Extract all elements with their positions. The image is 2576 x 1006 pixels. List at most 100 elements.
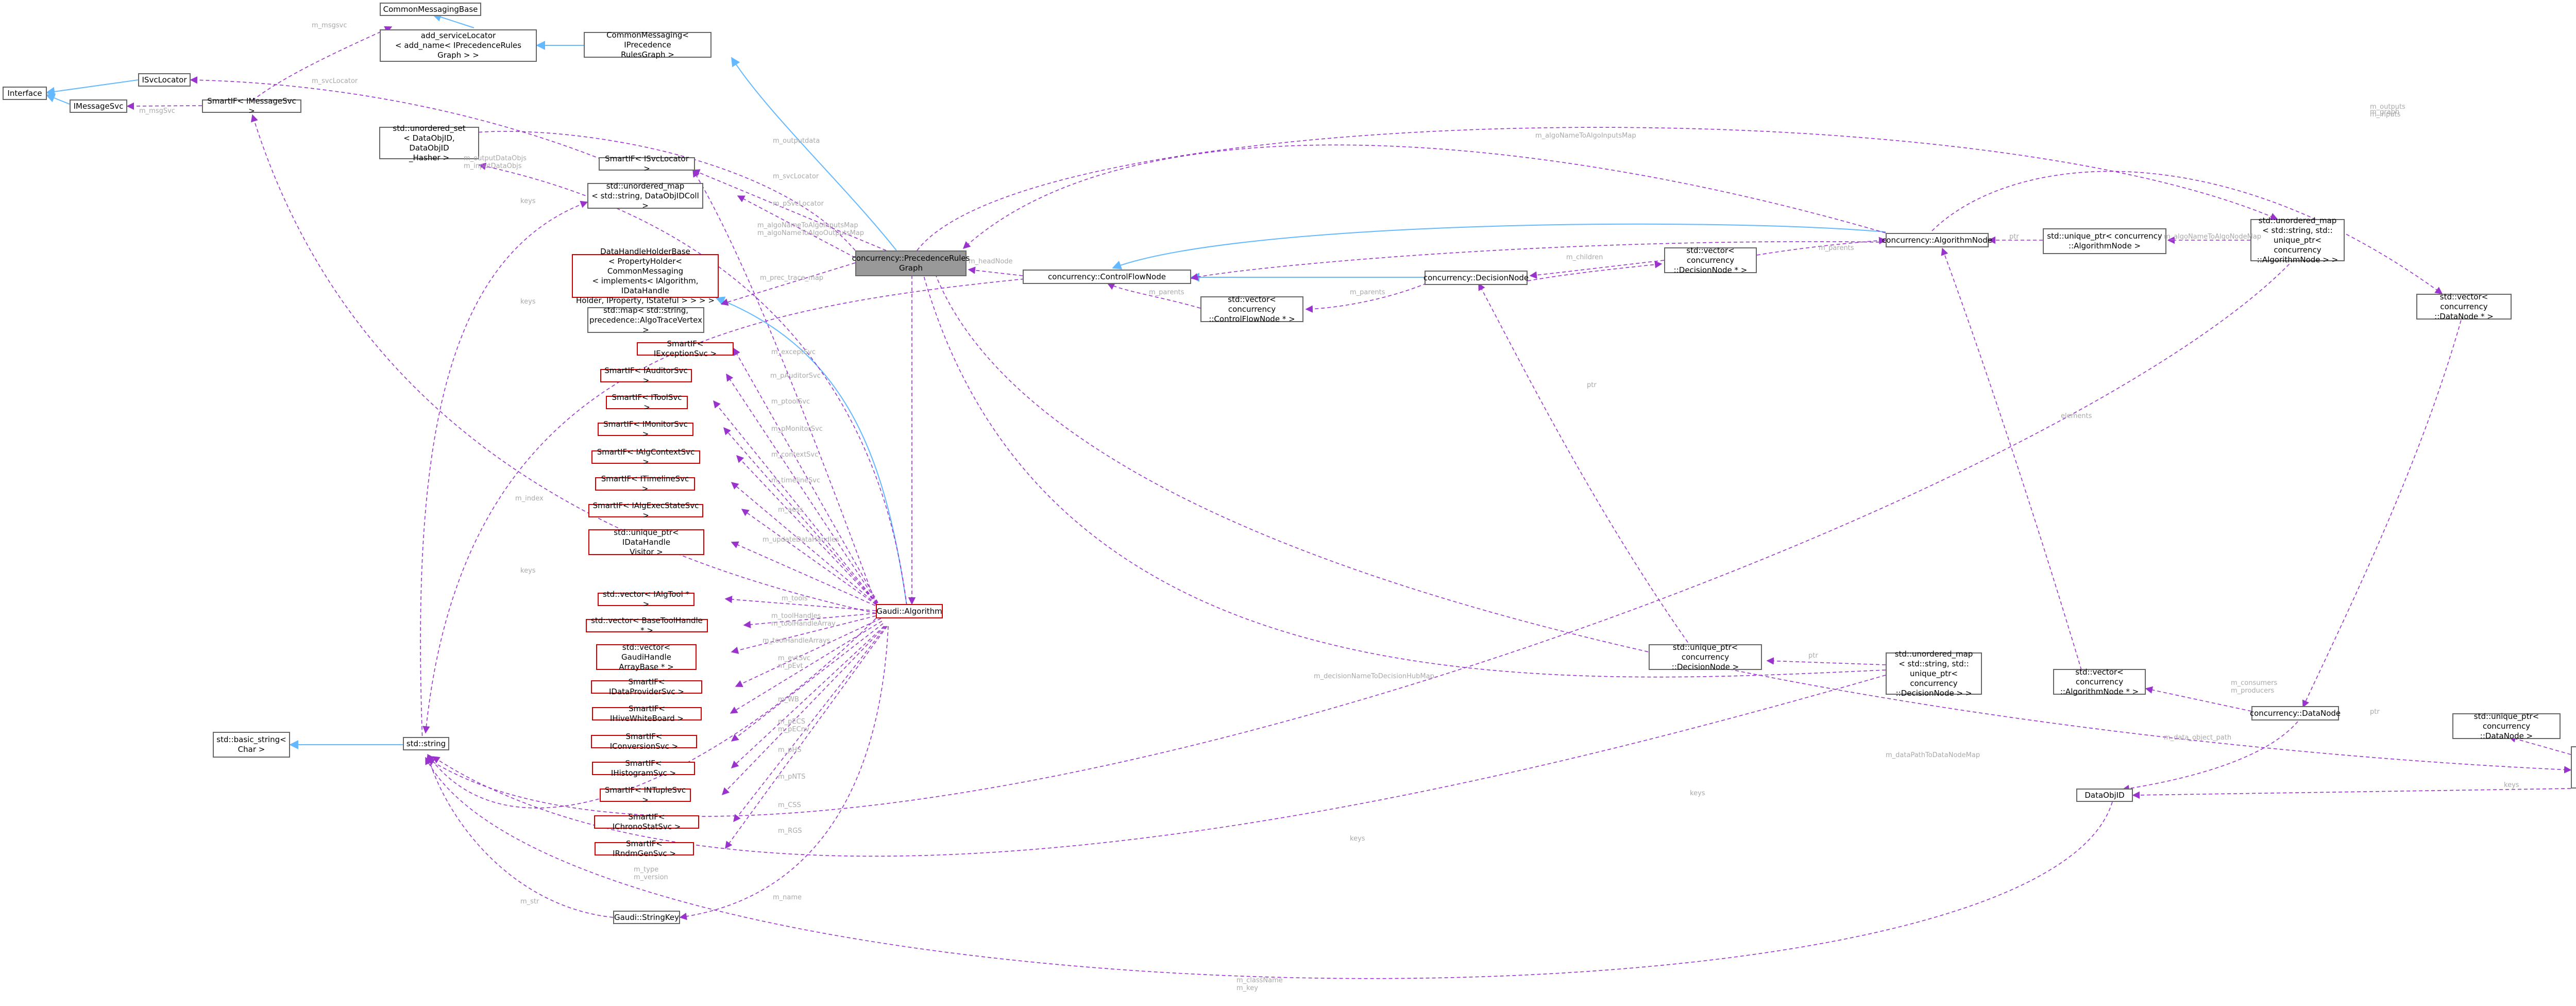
node-map-algtracevertex[interactable]: std::map< std::string, precedence::AlgoT…: [587, 306, 704, 334]
label-chronosvc: m_CSS: [778, 801, 801, 809]
label-keys1: keys: [520, 197, 536, 205]
node-vector-gaudihandlearraybase[interactable]: std::vector< GaudiHandle ArrayBase * >: [596, 643, 697, 672]
edge-map-to-precedence: [720, 262, 856, 306]
node-gaudi-algorithm[interactable]: Gaudi::Algorithm: [876, 604, 943, 618]
node-vector-controlflownode[interactable]: std::vector< concurrency ::ControlFlowNo…: [1200, 295, 1303, 324]
edge-gaudi-evtsvc: [735, 618, 882, 688]
node-commonmessagingbase[interactable]: CommonMessagingBase: [380, 3, 481, 16]
node-smartif-intuplesvc[interactable]: SmartIF< INTupleSvc >: [600, 785, 691, 804]
node-datahandleholderbase[interactable]: DataHandleHolderBase < PropertyHolder< C…: [572, 247, 719, 305]
edge-precedence-to-map-data: [927, 250, 2572, 774]
node-smartif-irndmgensvc[interactable]: SmartIF< IRndmGenSvc >: [595, 839, 694, 858]
node-smartif-ialgcontextsvc[interactable]: SmartIF< IAlgContextSvc >: [591, 447, 700, 466]
edge-dataobjid-coll-to-alg: [478, 162, 907, 606]
node-unordered-map-decisionnode[interactable]: std::unordered_map < std::string, std:: …: [1886, 649, 1982, 698]
node-commonmessaging[interactable]: CommonMessaging< IPrecedence RulesGraph …: [584, 30, 711, 59]
node-gaudi-stringkey[interactable]: Gaudi::StringKey: [613, 911, 680, 924]
label-keys3: keys: [520, 567, 536, 575]
node-smartif-ichronostatsvc[interactable]: SmartIF< IChronoStatSvc >: [594, 812, 699, 831]
edge-gaudi-exceptsvc: [733, 347, 882, 609]
node-vector-ialgtool[interactable]: std::vector< IAlgTool * >: [598, 590, 694, 609]
edge-gaudi-auditorsvc: [726, 373, 882, 609]
node-smartif-iexceptionsvc[interactable]: SmartIF< IExceptionSvc >: [637, 339, 734, 358]
node-smartif-iauditorsvc[interactable]: SmartIF< IAuditorSvc >: [600, 366, 692, 385]
node-unique-ptr-algorithmnode[interactable]: std::unique_ptr< concurrency ::Algorithm…: [2043, 228, 2166, 254]
node-dataobjid[interactable]: DataObjID: [2076, 789, 2133, 802]
node-add-servicelocator[interactable]: add_serviceLocator < add_name< IPreceden…: [380, 29, 537, 62]
label-contextsvc: m_contextSvc: [771, 451, 819, 459]
edge-gaudialgorithm-datahandleholder: [715, 296, 907, 606]
edge-gaudi-aess: [741, 509, 882, 609]
node-unordered-map-dataobjidcoll[interactable]: std::unordered_map < std::string, DataOb…: [587, 181, 703, 210]
node-isvclocator[interactable]: ISvcLocator: [138, 73, 191, 87]
label-msgsvc1: m_msgsvc: [312, 22, 347, 29]
node-smartif-itimelinesvc[interactable]: SmartIF< ITimelineSvc >: [595, 474, 695, 493]
edge-gaudi-monitorsvc: [723, 427, 882, 609]
node-unordered-set-dataobjid[interactable]: std::unordered_set < DataObjID, DataObjI…: [379, 124, 479, 162]
node-unique-ptr-datanode[interactable]: std::unique_ptr< concurrency ::DataNode …: [2452, 712, 2561, 741]
edge-vector-cf-to-controlflow: [1107, 283, 1201, 309]
edge-unordered-map-dn-string: [432, 675, 1886, 857]
node-unique-ptr-decisionnode[interactable]: std::unique_ptr< concurrency ::DecisionN…: [1649, 643, 1762, 672]
node-std-string[interactable]: std::string: [403, 737, 449, 750]
label-svclocator1: m_svcLocator: [312, 77, 358, 85]
label-index: m_index: [515, 495, 544, 502]
node-unordered-map-algorithmnode[interactable]: std::unordered_map < std::string, std:: …: [2250, 216, 2345, 264]
node-imessagesvc[interactable]: IMessageSvc: [70, 99, 127, 113]
node-unordered-map-datanode[interactable]: std::unordered_map < DataObjID, std::uni…: [2571, 746, 2576, 789]
node-vector-algorithmnode[interactable]: std::vector< concurrency ::AlgorithmNode…: [2053, 667, 2146, 696]
label-toolhandles: m_toolHandles m_toolHandleArray: [771, 612, 836, 628]
label-outputs: m_outputs m_inputs: [2370, 103, 2405, 119]
edge-decisionnode-to-vector-cf: [1305, 280, 1433, 313]
label-histsvc: m_pHS: [778, 746, 802, 754]
node-smartif-isvclocator[interactable]: SmartIF< ISvcLocator >: [599, 154, 695, 173]
node-smartif-ialgexecstatesvc[interactable]: SmartIF< IAlgExecStateSvc >: [588, 501, 703, 520]
label-classname: m_className m_key: [1236, 977, 1283, 992]
node-controlflownode[interactable]: concurrency::ControlFlowNode: [1023, 270, 1191, 284]
edge-gaudi-toolhandles: [743, 613, 876, 629]
edge-gaudi-msgsvc: [250, 114, 876, 614]
node-smartif-itoolsvc[interactable]: SmartIF< IToolSvc >: [606, 393, 688, 412]
node-vector-basetoolhandle[interactable]: std::vector< BaseToolHandle * >: [586, 616, 708, 635]
label-headnode: m_headNode: [969, 258, 1013, 265]
label-ptr-dn2: ptr: [1808, 652, 1818, 660]
node-smartif-ihivewhiteboard[interactable]: SmartIF< IHiveWhiteBoard >: [592, 704, 702, 723]
label-evtcnv: m_pECS m_pECnv: [778, 718, 809, 733]
edge-controlflow-to-precedence: [968, 266, 1023, 276]
label-monitorsvc: m_pMonitorSvc: [771, 425, 823, 433]
node-smartif-iconversionsvc[interactable]: SmartIF< IConversionSvc >: [591, 732, 697, 751]
edge-gaudi-svclocator: [692, 169, 879, 611]
edge-unique-dn-to-decision: [1478, 282, 1696, 653]
edge-dataobjid-to-string: [425, 757, 2113, 979]
edge-decisionname-to-precedence: [915, 249, 1886, 678]
label-algoname-map: m_algoNameToAlgoNodeMap: [2164, 233, 2262, 241]
label-dataobj-map: m_dataPathToDataNodeMap: [1886, 751, 1980, 759]
edge-gaudi-chronosvc: [733, 626, 887, 823]
label-auditorsvc: m_pAuditorSvc: [770, 372, 821, 380]
node-decisionnode[interactable]: concurrency::DecisionNode: [1423, 271, 1529, 285]
node-smartif-imonitorsvc[interactable]: SmartIF< IMonitorSvc >: [598, 420, 693, 439]
node-algorithmnode[interactable]: concurrency::AlgorithmNode: [1882, 233, 1992, 247]
label-toolsvc: m_ptoolSvc: [771, 398, 810, 406]
label-parents-dn: m_parents: [1350, 289, 1385, 296]
edge-gaudi-stringkey: [679, 626, 889, 920]
node-vector-datanode[interactable]: std::vector< concurrency ::DataNode * >: [2416, 292, 2512, 321]
node-precedencerulesgraph[interactable]: concurrency::PrecedenceRules Graph: [852, 250, 970, 276]
node-smartif-idataprovidersvc[interactable]: SmartIF< IDataProviderSvc >: [591, 677, 702, 696]
edge-gaudi-whiteboard: [730, 621, 883, 714]
node-unique-ptr-idatahandlevisitor[interactable]: std::unique_ptr< IDataHandle Visitor >: [588, 528, 704, 557]
node-smartif-imessagesvc[interactable]: SmartIF< IMessageSvc >: [202, 96, 301, 115]
node-datanode[interactable]: concurrency::DataNode: [2250, 706, 2341, 720]
label-rndmsvc: m_RGS: [778, 827, 802, 835]
node-vector-decisionnode[interactable]: std::vector< concurrency ::DecisionNode …: [1664, 246, 1757, 275]
edge-dataobj-to-datanode: [2122, 721, 2298, 793]
label-name-key: m_name: [773, 894, 802, 901]
node-smartif-ihistogramsvc[interactable]: SmartIF< IHistogramSvc >: [592, 759, 695, 778]
node-basic-string[interactable]: std::basic_string< Char >: [213, 732, 290, 758]
node-interface[interactable]: Interface: [3, 87, 47, 100]
edge-gaudi-updatehandle: [731, 541, 882, 609]
label-graph: m_graph: [2370, 108, 2400, 116]
edge-imessagesvc-interface: [45, 93, 70, 105]
label-parents-cf: m_parents: [1149, 289, 1184, 296]
edge-precedencerules-commonmessaging: [731, 57, 897, 251]
